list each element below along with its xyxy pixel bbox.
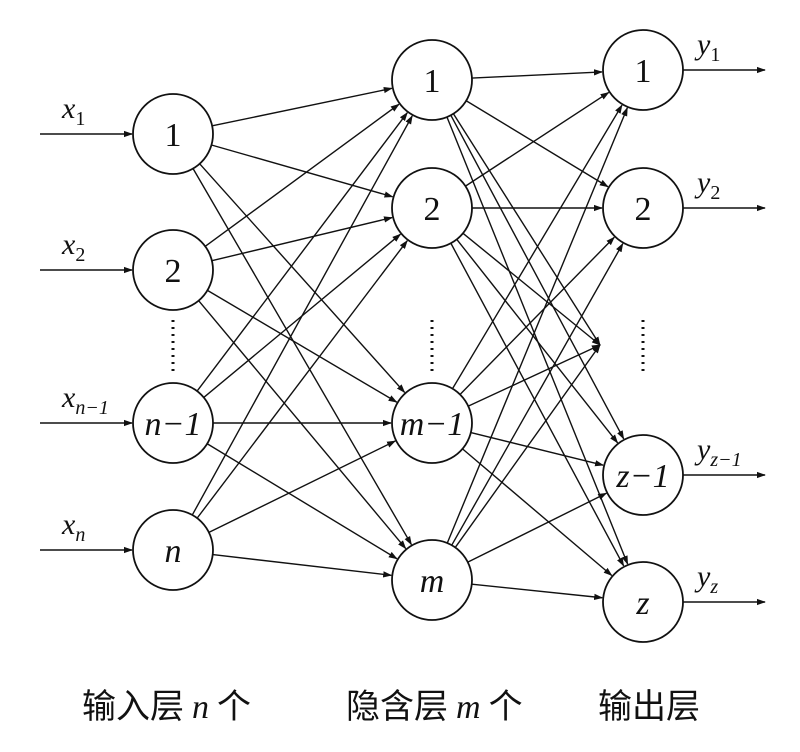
edge-hidden-1-output-2: [456, 238, 619, 444]
io-arrow-layer: [40, 66, 766, 606]
output-node-circle: [602, 167, 684, 249]
node-layer: 1 2 n−1 n 1 2 m−1 m 1 2 z−1 z: [132, 29, 684, 643]
edge-hidden-3-output-gap: [454, 344, 601, 548]
output-node-circle: [602, 561, 684, 643]
input-label-2: xn−1: [61, 381, 109, 419]
edge-hidden-1-output-3: [450, 242, 625, 567]
input-node-label: 1: [165, 117, 182, 154]
edge-hidden-3-output-1: [451, 242, 624, 546]
edge-input-2-hidden-0: [196, 112, 408, 392]
edge-hidden-2-output-1: [459, 236, 615, 395]
input-node-circle: [132, 382, 214, 464]
hidden-node-circle: [391, 539, 473, 621]
edge-hidden-3-output-0: [446, 107, 628, 544]
edge-input-3-hidden-3: [212, 553, 393, 578]
edge-hidden-0-output-2: [450, 114, 625, 440]
edge-hidden-2-output-2: [470, 431, 605, 467]
edge-input-1-hidden-3: [198, 300, 407, 550]
hidden-node-3: m: [391, 539, 473, 621]
hidden-node-circle: [391, 382, 473, 464]
input-node-circle: [132, 229, 214, 311]
hidden-node-1: 2: [391, 167, 473, 249]
input-node-2: n−1: [132, 382, 214, 464]
edge-input-3-hidden-2: [208, 440, 396, 534]
edge-hidden-2-output-0: [451, 104, 623, 390]
hidden-node-2: m−1: [391, 382, 473, 464]
input-node-label: n: [165, 533, 182, 570]
input-node-1: 2: [132, 229, 214, 311]
edge-hidden-0-output-gap: [452, 113, 601, 346]
input-label-3: xn: [61, 508, 85, 546]
edge-hidden-1-output-gap: [462, 232, 601, 346]
input-label-1: x2: [61, 228, 85, 266]
output-node-circle: [602, 29, 684, 111]
output-node-label: z: [635, 585, 649, 622]
input-node-0: 1: [132, 93, 214, 175]
output-node-2: z−1: [602, 434, 684, 516]
edge-hidden-2-output-gap: [467, 344, 601, 407]
hidden-node-label: 2: [424, 191, 441, 228]
output-layer-caption: 输出层: [598, 687, 700, 727]
edge-hidden-3-output-2: [467, 492, 608, 563]
input-node-3: n: [132, 509, 214, 591]
edge-input-1-hidden-2: [207, 289, 398, 403]
output-node-circle: [602, 434, 684, 516]
edge-hidden-1-output-0: [465, 91, 610, 187]
hidden-node-label: m: [420, 563, 445, 600]
edge-input-1-hidden-1: [211, 216, 394, 262]
connection-layer: [191, 69, 629, 601]
edge-hidden-2-output-3: [462, 448, 613, 577]
edge-hidden-0-output-1: [465, 100, 609, 188]
io-label-layer: x1 x2 xn−1 xn y1 y2 yz−1 yz: [61, 28, 742, 598]
edge-input-3-hidden-0: [191, 115, 413, 516]
hidden-node-circle: [391, 39, 473, 121]
edge-hidden-3-output-3: [471, 583, 604, 601]
output-node-1: 2: [602, 167, 684, 249]
input-label-0: x1: [61, 92, 85, 130]
input-node-circle: [132, 509, 214, 591]
edge-hidden-0-output-0: [471, 69, 603, 79]
hidden-node-label: 1: [424, 63, 441, 100]
output-node-label: 1: [635, 53, 652, 90]
output-label-2: yz−1: [694, 433, 742, 471]
output-node-0: 1: [602, 29, 684, 111]
input-node-label: n−1: [145, 406, 202, 443]
output-node-3: z: [602, 561, 684, 643]
edge-input-1-hidden-0: [204, 103, 400, 247]
output-label-1: y2: [694, 166, 720, 204]
input-node-label: 2: [165, 253, 182, 290]
output-node-label: z−1: [615, 458, 669, 495]
edge-input-2-hidden-3: [206, 443, 398, 560]
edge-input-0-hidden-1: [211, 144, 394, 198]
output-label-3: yz: [694, 560, 718, 598]
edge-input-0-hidden-2: [199, 163, 406, 394]
input-node-circle: [132, 93, 214, 175]
output-label-0: y1: [694, 28, 720, 66]
hidden-node-0: 1: [391, 39, 473, 121]
hidden-node-circle: [391, 167, 473, 249]
edge-input-0-hidden-3: [192, 168, 413, 546]
output-node-label: 2: [635, 191, 652, 228]
hidden-node-label: m−1: [400, 406, 465, 443]
edge-input-0-hidden-0: [212, 86, 393, 127]
edge-input-3-hidden-1: [196, 239, 408, 519]
